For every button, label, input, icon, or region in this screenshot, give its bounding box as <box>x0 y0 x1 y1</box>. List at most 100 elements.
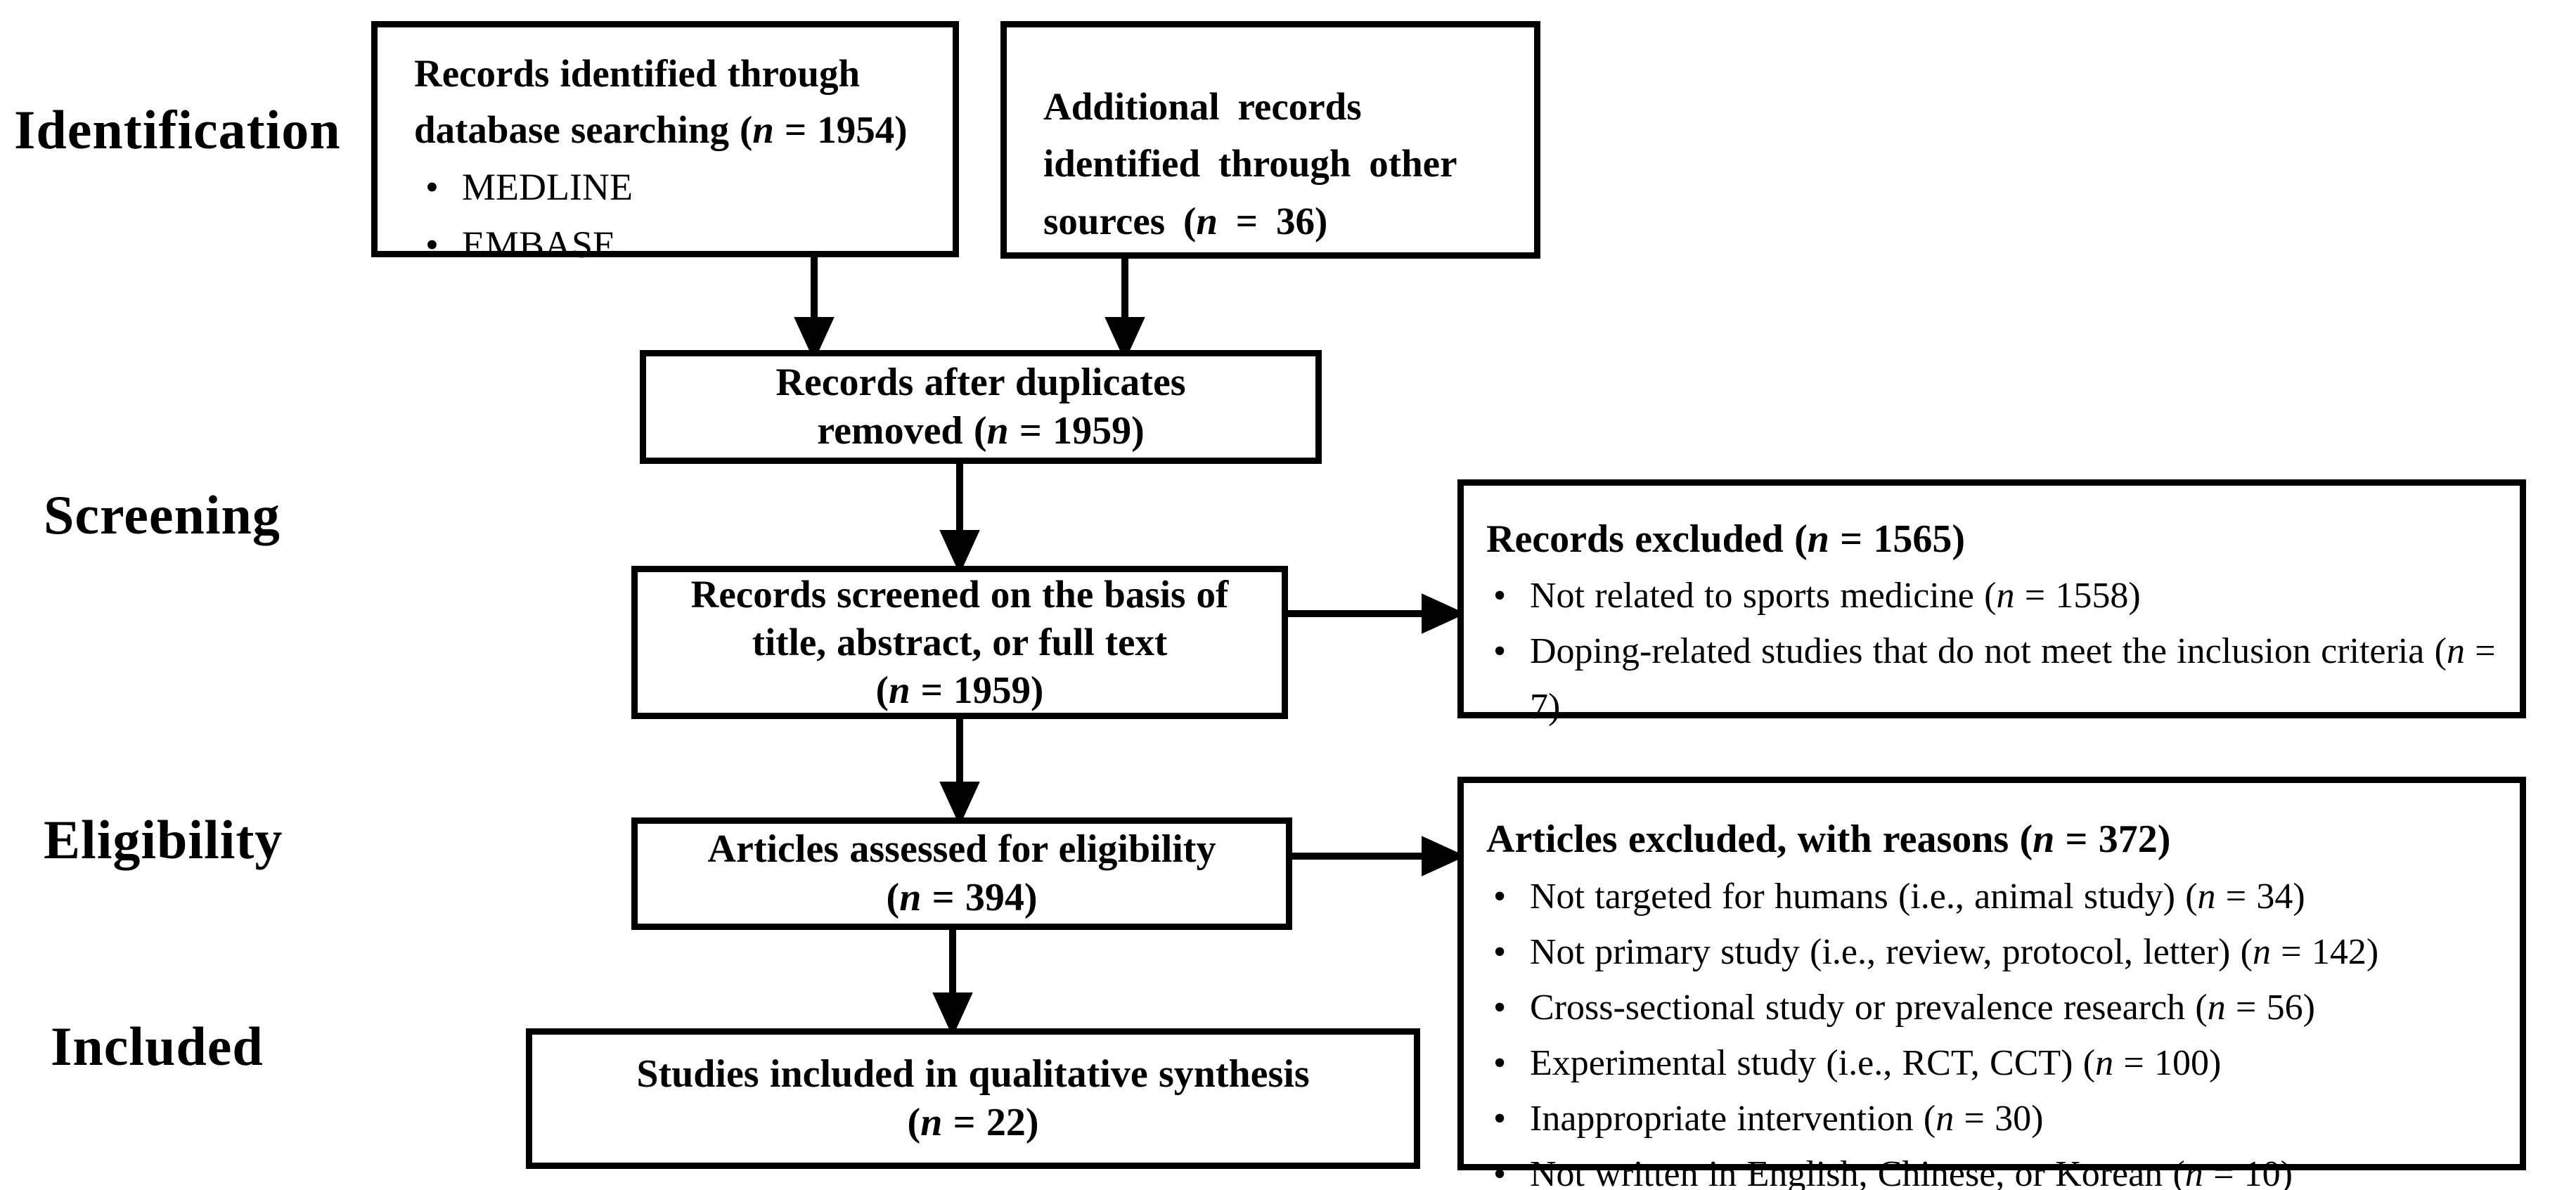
text-run: Studies included in qualitative synthesi… <box>636 1052 1310 1096</box>
bullet-list: • Not targeted for humans (i.e., animal s… <box>1486 869 2499 1190</box>
text-run: n <box>2033 817 2055 861</box>
text-run: database searching ( <box>414 108 753 151</box>
bullet-item: • EMBASE <box>418 216 939 273</box>
bullet-icon: • <box>1493 988 1507 1028</box>
text-run: = 1954) <box>773 108 908 151</box>
text-line: (n = 394) <box>638 874 1286 922</box>
bullet-icon: • <box>1493 631 1507 672</box>
arrowhead <box>1105 317 1145 362</box>
text-line: Records identified through <box>414 46 939 102</box>
bullet-icon: • <box>1493 1043 1507 1084</box>
text-run: Experimental study (i.e., RCT, CCT) ( <box>1530 1043 2096 1084</box>
text-run: = 1565) <box>1829 517 1965 561</box>
bullet-list: •Not related to sports medicine (n = 155… <box>1486 568 2499 735</box>
text-run: n <box>899 876 922 919</box>
text-line: sources (n = 36) <box>1043 193 1520 250</box>
text-run: n <box>2184 1154 2203 1190</box>
text-line: identified through other <box>1043 135 1520 192</box>
text-line: Records after duplicates <box>646 358 1315 407</box>
bullet-item: • Cross-sectional study or prevalence res… <box>1486 980 2499 1035</box>
stage-label-identification: Identification <box>14 99 341 160</box>
bullet-item: • Not written in English, Chinese, or Kor… <box>1486 1146 2499 1190</box>
text-run: = 22) <box>942 1101 1039 1144</box>
box-heading: Studies included in qualitative synthesi… <box>532 1050 1414 1148</box>
bullet-item: •MEDLINE <box>418 158 939 216</box>
text-run: n <box>2207 988 2226 1028</box>
text-line: Records screened on the basis of <box>638 571 1282 619</box>
box-studies-included: Studies included in qualitative synthesi… <box>526 1028 1420 1169</box>
text-run: Doping-related studies that do not meet … <box>1530 631 2447 672</box>
text-run: Records identified through <box>414 52 861 95</box>
box-records-excluded: Records excluded (n = 1565) • Not related… <box>1457 479 2526 727</box>
bullet-icon: • <box>1493 877 1507 917</box>
box-records-identified: Records identified through database searc… <box>371 21 959 266</box>
bullet-item: • Doping-related studies that do not meet… <box>1486 623 2499 735</box>
text-run: ( <box>886 876 900 919</box>
text-run: Additional records <box>1043 85 1362 128</box>
text-run: = 142) <box>2270 932 2379 973</box>
text-run: Articles assessed for eligibility <box>707 827 1216 871</box>
text-line: database searching (n = 1954) <box>414 102 939 158</box>
text-line: title, abstract, or full text <box>638 619 1282 666</box>
text-run: Cross-sectional study or prevalence rese… <box>1530 988 2208 1028</box>
stage-label-screening: Screening <box>44 484 281 545</box>
text-run: = 1959) <box>1008 409 1145 453</box>
arrowhead <box>1422 836 1467 877</box>
bullet-item: •Not primary study (i.e., review, protoc… <box>1486 924 2499 980</box>
text-run: n <box>2446 631 2465 672</box>
text-run: removed ( <box>817 409 987 453</box>
bullet-icon: • <box>425 223 439 266</box>
text-line: Articles excluded, with reasons (n = 372… <box>1486 810 2499 869</box>
text-run: Inappropriate intervention ( <box>1530 1099 1936 1139</box>
text-line: Studies included in qualitative synthesi… <box>532 1050 1414 1099</box>
text-run: n <box>1936 1099 1954 1139</box>
bullet-icon: • <box>1493 932 1507 973</box>
box-heading: Records identified through database searc… <box>414 46 939 158</box>
text-run: = 372) <box>2054 817 2171 861</box>
bullet-icon: • <box>1493 1154 1507 1190</box>
text-run: = 394) <box>921 876 1038 919</box>
text-line: Additional records <box>1043 78 1520 135</box>
text-run: EMBASE <box>462 223 617 266</box>
text-line: Articles assessed for eligibility <box>638 825 1286 874</box>
bullet-icon: • <box>425 165 439 208</box>
text-run: = 56) <box>2225 988 2315 1028</box>
bullet-item: • Not targeted for humans (i.e., animal s… <box>1486 869 2499 924</box>
text-run: Not related to sports medicine ( <box>1530 576 1997 616</box>
arrowhead <box>932 992 973 1037</box>
text-run: n <box>986 409 1009 453</box>
text-run: title, abstract, or full text <box>752 620 1168 664</box>
text-run: sources ( <box>1043 199 1197 242</box>
bullet-item: •Inappropriate intervention (n = 30) <box>1486 1091 2499 1146</box>
text-run: n <box>2197 877 2216 917</box>
text-run: n <box>889 668 910 712</box>
text-line: (n = 1959) <box>638 666 1282 714</box>
text-line: Records excluded (n = 1565) <box>1486 511 2499 568</box>
arrowhead <box>939 782 980 827</box>
stage-label-included: Included <box>51 1016 264 1077</box>
text-run: n <box>1996 576 2015 616</box>
bullet-item: •Experimental study (i.e., RCT, CCT) (n … <box>1486 1035 2499 1091</box>
text-run: Not written in English, Chinese, or Kore… <box>1530 1154 2185 1190</box>
box-articles-assessed: Articles assessed for eligibility(n = 39… <box>631 817 1292 930</box>
text-run: = 10) <box>2203 1154 2293 1190</box>
arrowhead <box>1422 593 1467 634</box>
text-run: Not targeted for humans (i.e., animal st… <box>1530 877 2198 917</box>
text-run: = 34) <box>2215 877 2305 917</box>
arrowhead <box>794 317 835 362</box>
text-run: n <box>752 108 774 151</box>
text-run: n <box>2095 1043 2114 1084</box>
text-run: n <box>1196 199 1218 242</box>
text-run: identified through other <box>1043 142 1457 186</box>
arrowhead <box>939 530 980 575</box>
text-run: = 7) <box>1530 631 2496 727</box>
text-line: removed (n = 1959) <box>646 407 1315 455</box>
stage-label-eligibility: Eligibility <box>44 809 283 870</box>
text-run: n <box>1807 517 1829 561</box>
